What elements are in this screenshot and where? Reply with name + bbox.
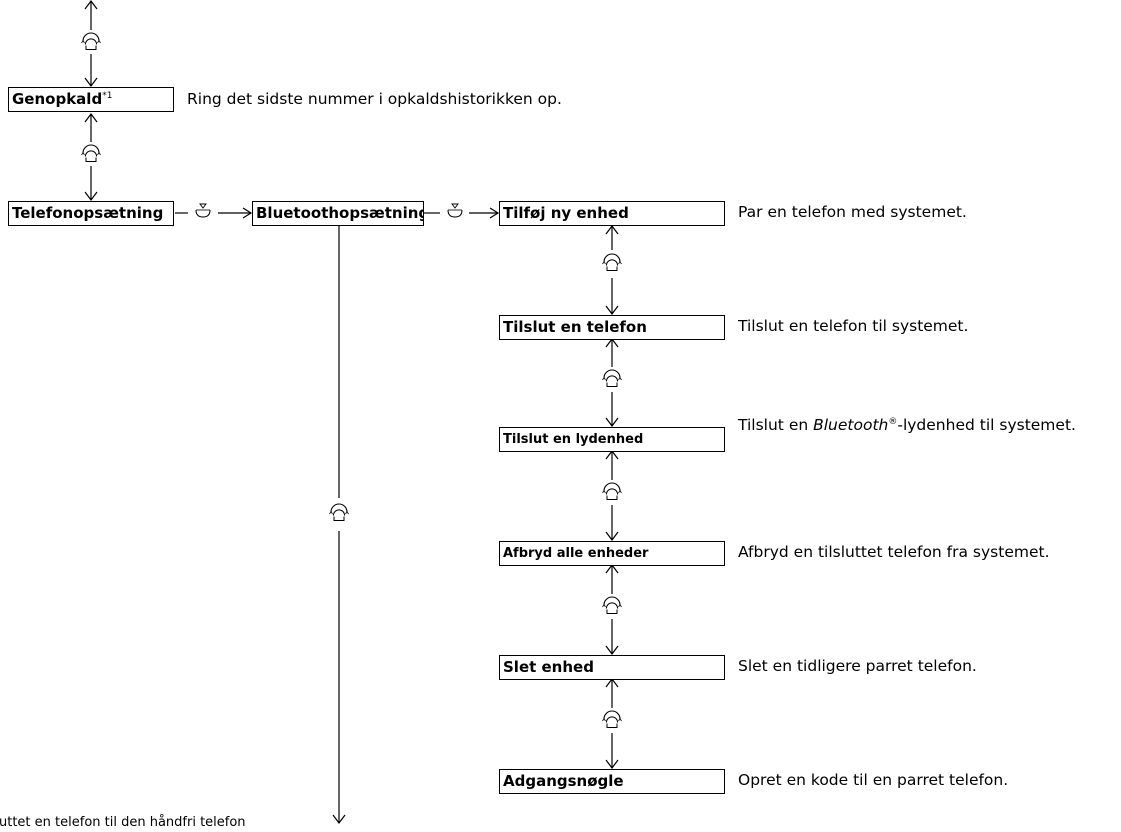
bluetooth-to-add-arrow bbox=[424, 207, 500, 219]
phone-to-bluetooth-arrow bbox=[175, 207, 253, 219]
press-knob-icon bbox=[447, 203, 463, 218]
rotate-knob-icon bbox=[601, 253, 623, 272]
rotate-knob-icon bbox=[601, 482, 623, 501]
menu-item-disconnect-all[interactable]: Afbryd alle enheder bbox=[499, 541, 725, 566]
connect-audio-desc-after: -lydenhed til systemet. bbox=[897, 416, 1076, 434]
menu-item-passkey[interactable]: Adgangsnøgle bbox=[499, 769, 725, 794]
menu-item-add-device[interactable]: Tilføj ny enhed bbox=[499, 201, 725, 226]
redial-phone-connector bbox=[84, 113, 98, 201]
rotate-knob-icon bbox=[601, 596, 623, 615]
cut-off-description: uttet en telefon til den håndfri telefon bbox=[0, 815, 246, 830]
menu-item-connect-phone[interactable]: Tilslut en telefon bbox=[499, 315, 725, 340]
passkey-description: Opret en kode til en parret telefon. bbox=[738, 771, 1009, 789]
rotate-knob-icon bbox=[601, 369, 623, 388]
footnote-marker: *1 bbox=[102, 91, 113, 101]
delete-device-description: Slet en tidligere parret telefon. bbox=[738, 657, 977, 675]
menu-item-redial[interactable]: Genopkald*1 bbox=[8, 87, 174, 112]
rotate-knob-icon bbox=[80, 144, 102, 163]
registered-mark: ® bbox=[888, 416, 898, 427]
rotate-knob-icon bbox=[80, 32, 102, 51]
connect-audio-desc-before: Tilslut en bbox=[738, 416, 814, 434]
menu-item-delete-device[interactable]: Slet enhed bbox=[499, 655, 725, 680]
menu-item-redial-label: Genopkald bbox=[12, 90, 103, 108]
press-knob-icon bbox=[195, 203, 211, 218]
menu-item-bluetooth-setup[interactable]: Bluetoothopsætning bbox=[252, 201, 424, 226]
connect-audio-desc-italic: Bluetooth bbox=[813, 416, 889, 434]
top-connector bbox=[84, 0, 98, 87]
connect-phone-description: Tilslut en telefon til systemet. bbox=[738, 317, 969, 335]
right-column-connectors bbox=[605, 225, 619, 769]
disconnect-all-description: Afbryd en tilsluttet telefon fra systeme… bbox=[738, 543, 1050, 561]
redial-description: Ring det sidste nummer i opkaldshistorik… bbox=[187, 90, 562, 108]
bluetooth-down-connector bbox=[332, 226, 346, 824]
add-device-description: Par en telefon med systemet. bbox=[738, 203, 967, 221]
rotate-knob-icon bbox=[601, 710, 623, 729]
rotate-knob-icon bbox=[328, 503, 350, 522]
menu-item-connect-audio[interactable]: Tilslut en lydenhed bbox=[499, 427, 725, 452]
menu-item-phone-setup[interactable]: Telefonopsætning bbox=[8, 201, 174, 226]
connect-audio-description: Tilslut en Bluetooth®-lydenhed til syste… bbox=[738, 416, 1076, 434]
